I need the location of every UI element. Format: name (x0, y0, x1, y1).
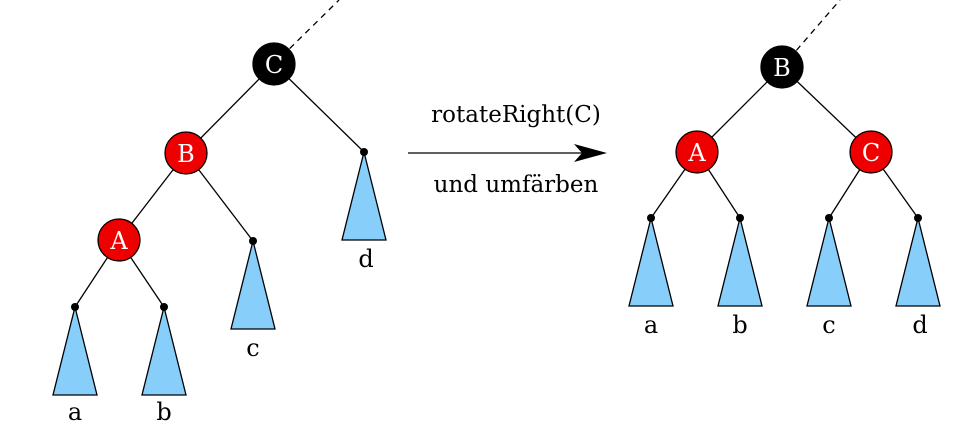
left-leaf-label-a: a (68, 398, 82, 426)
operation-arrow: rotateRight(C) und umfärben (408, 102, 607, 198)
arrow-head (574, 144, 607, 162)
left-subtree-a (52, 306, 98, 396)
left-subtree-d (341, 151, 387, 241)
left-node-b-label: B (177, 140, 195, 168)
left-leaf-label-d: d (358, 245, 373, 273)
left-subtree-a-dot (71, 303, 79, 311)
right-leaf-label-d: d (912, 311, 927, 339)
right-node-c (849, 130, 893, 174)
left-node-c (252, 42, 296, 86)
right-subtree-a-dot (647, 214, 655, 222)
left-node-b (164, 131, 208, 175)
right-node-b-label: B (773, 54, 791, 82)
left-subtree-b (141, 306, 187, 396)
right-subtree-c-dot (825, 214, 833, 222)
right-subtree-b (717, 217, 763, 307)
left-leaf-label-c: c (246, 334, 259, 362)
right-leaf-label-a: a (644, 311, 658, 339)
left-subtree-c-dot (249, 237, 257, 245)
left-node-a-label: A (109, 227, 128, 255)
right-subtree-b-dot (736, 214, 744, 222)
left-subtree-d-dot (360, 148, 368, 156)
right-leaf-label-b: b (732, 311, 747, 339)
right-node-b (760, 45, 804, 89)
right-leaf-label-c: c (822, 311, 835, 339)
right-subtree-d (895, 217, 941, 307)
right-subtree-d-dot (914, 214, 922, 222)
left-subtree-c (230, 240, 276, 330)
operation-label: rotateRight(C) (431, 102, 601, 128)
left-subtree-b-dot (160, 303, 168, 311)
right-node-c-label: C (862, 139, 880, 167)
right-subtree-a (628, 217, 674, 307)
right-tree: B A C a b c d (628, 0, 941, 339)
operation-sublabel: und umfärben (434, 172, 599, 198)
right-subtree-c (806, 217, 852, 307)
right-node-a-label: A (687, 139, 706, 167)
left-leaf-label-b: b (156, 398, 171, 426)
left-node-a (97, 218, 141, 262)
left-node-c-label: C (265, 51, 283, 79)
right-node-a (675, 130, 719, 174)
left-tree: C B A a b c d (52, 0, 387, 426)
